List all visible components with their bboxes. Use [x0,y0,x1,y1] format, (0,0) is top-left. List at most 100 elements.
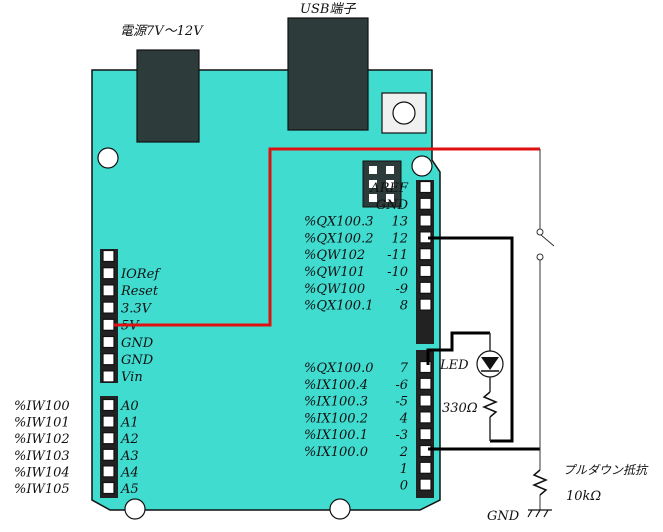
usb-label: USB端子 [300,2,356,17]
pin-label: 4 [399,411,408,426]
analog-pin-label: A4 [120,465,139,480]
analog-address-label: %IW103 [14,449,70,464]
pulldown-value: 10kΩ [566,489,601,504]
led-resistor-label: 330Ω [442,401,478,416]
header-pin [102,465,115,478]
pin-address-label: %QW100 [304,282,365,297]
header-pin [419,360,432,374]
ground-label: GND [487,509,520,524]
analog-address-label: %IW105 [14,482,70,497]
power-jack-label: 電源7V～12V [120,24,204,39]
header-pin [419,281,432,294]
ground-symbol [527,509,552,518]
pin-address-label: %IX100.2 [304,411,368,426]
wire-gnd [428,236,514,443]
pulldown-label: プルダウン抵抗 [563,463,649,477]
pin-address-label: %QX100.0 [304,361,373,376]
pin-label: -5 [395,395,408,410]
pin-address-label: %QW101 [304,265,365,280]
header-pin [102,249,115,263]
pin-label: -11 [387,248,408,263]
pin-address-label: %IX100.1 [304,428,368,443]
pin-address-label: %IX100.4 [304,378,368,393]
analog-pin-label: A3 [120,449,139,464]
pin-label: 7 [400,361,409,376]
pin-label: 12 [391,231,408,246]
mounting-hole [97,147,119,169]
header-pin [419,197,432,210]
header-pin [419,394,432,407]
left-header-power [100,249,118,383]
header-pin [102,481,115,495]
header-pin [102,370,115,383]
power-pin-label: GND [121,353,154,368]
header-pin [419,478,432,491]
analog-address-label: %IW100 [14,399,70,414]
pin-label: 1 [400,462,408,477]
header-pin [102,267,115,280]
header-pin [419,444,432,458]
icsp-header [362,160,402,208]
switch-contact [536,228,544,236]
header-pin [102,398,115,412]
led-label: LED [439,358,469,373]
pin-label: -10 [387,265,408,280]
arduino-board [91,69,441,511]
analog-pin-label: A2 [120,432,139,447]
wire-5v [114,147,540,327]
pin-address-label: %QX100.1 [304,299,373,314]
header-pin [102,415,115,428]
pin-address-label: %QW102 [304,248,365,263]
analog-address-label: %IW104 [14,465,70,480]
wire-pin7 [426,331,490,365]
analog-address-label: %IW101 [14,416,70,431]
analog-address-label: %IW102 [14,432,70,447]
switch-contact [536,253,544,261]
pin-address-label: %IX100.3 [304,395,368,410]
header-pin [102,318,115,331]
header-pin [419,248,432,261]
header-pin [102,432,115,445]
pin-label: -9 [395,282,408,297]
pin-label: GND [376,198,409,213]
mounting-hole [124,498,146,520]
header-pin [102,353,115,366]
pin-label: 2 [399,445,408,460]
mounting-hole [329,498,351,520]
reset-button-cap [392,101,416,125]
header-pin [102,301,115,314]
header-pin [102,335,115,349]
analog-pin-label: A1 [120,416,139,431]
mounting-hole [411,155,433,177]
header-pin [419,377,432,390]
analog-pin-label: A5 [120,482,139,497]
usb-connector [287,17,369,131]
pin-address-label: %QX100.2 [304,231,373,246]
pin-label: AREF [369,181,409,196]
pin-label: 0 [400,479,408,494]
power-jack [136,49,200,143]
power-pin-label: IORef [120,267,161,282]
power-pin-label: Vin [121,370,143,385]
header-pin [419,214,432,227]
pin-label: -6 [395,378,408,393]
pin-label: -3 [395,428,408,443]
header-pin [102,448,115,461]
header-pin [419,428,432,441]
header-pin [419,298,432,311]
led-resistor [482,391,498,418]
pin-label: 13 [391,215,408,230]
power-pin-label: 3.3V [121,301,153,316]
analog-pin-label: A0 [120,399,139,414]
header-pin [419,264,432,278]
power-pin-label: GND [121,336,154,351]
header-pin [419,180,432,194]
pin-label: 8 [400,299,408,314]
pin-address-label: %IX100.0 [304,445,368,460]
header-pin [102,284,115,297]
led-diode-icon [481,357,499,370]
switch-lever [540,234,555,247]
power-pin-label: Reset [120,284,159,299]
pulldown-resistor [532,469,548,496]
